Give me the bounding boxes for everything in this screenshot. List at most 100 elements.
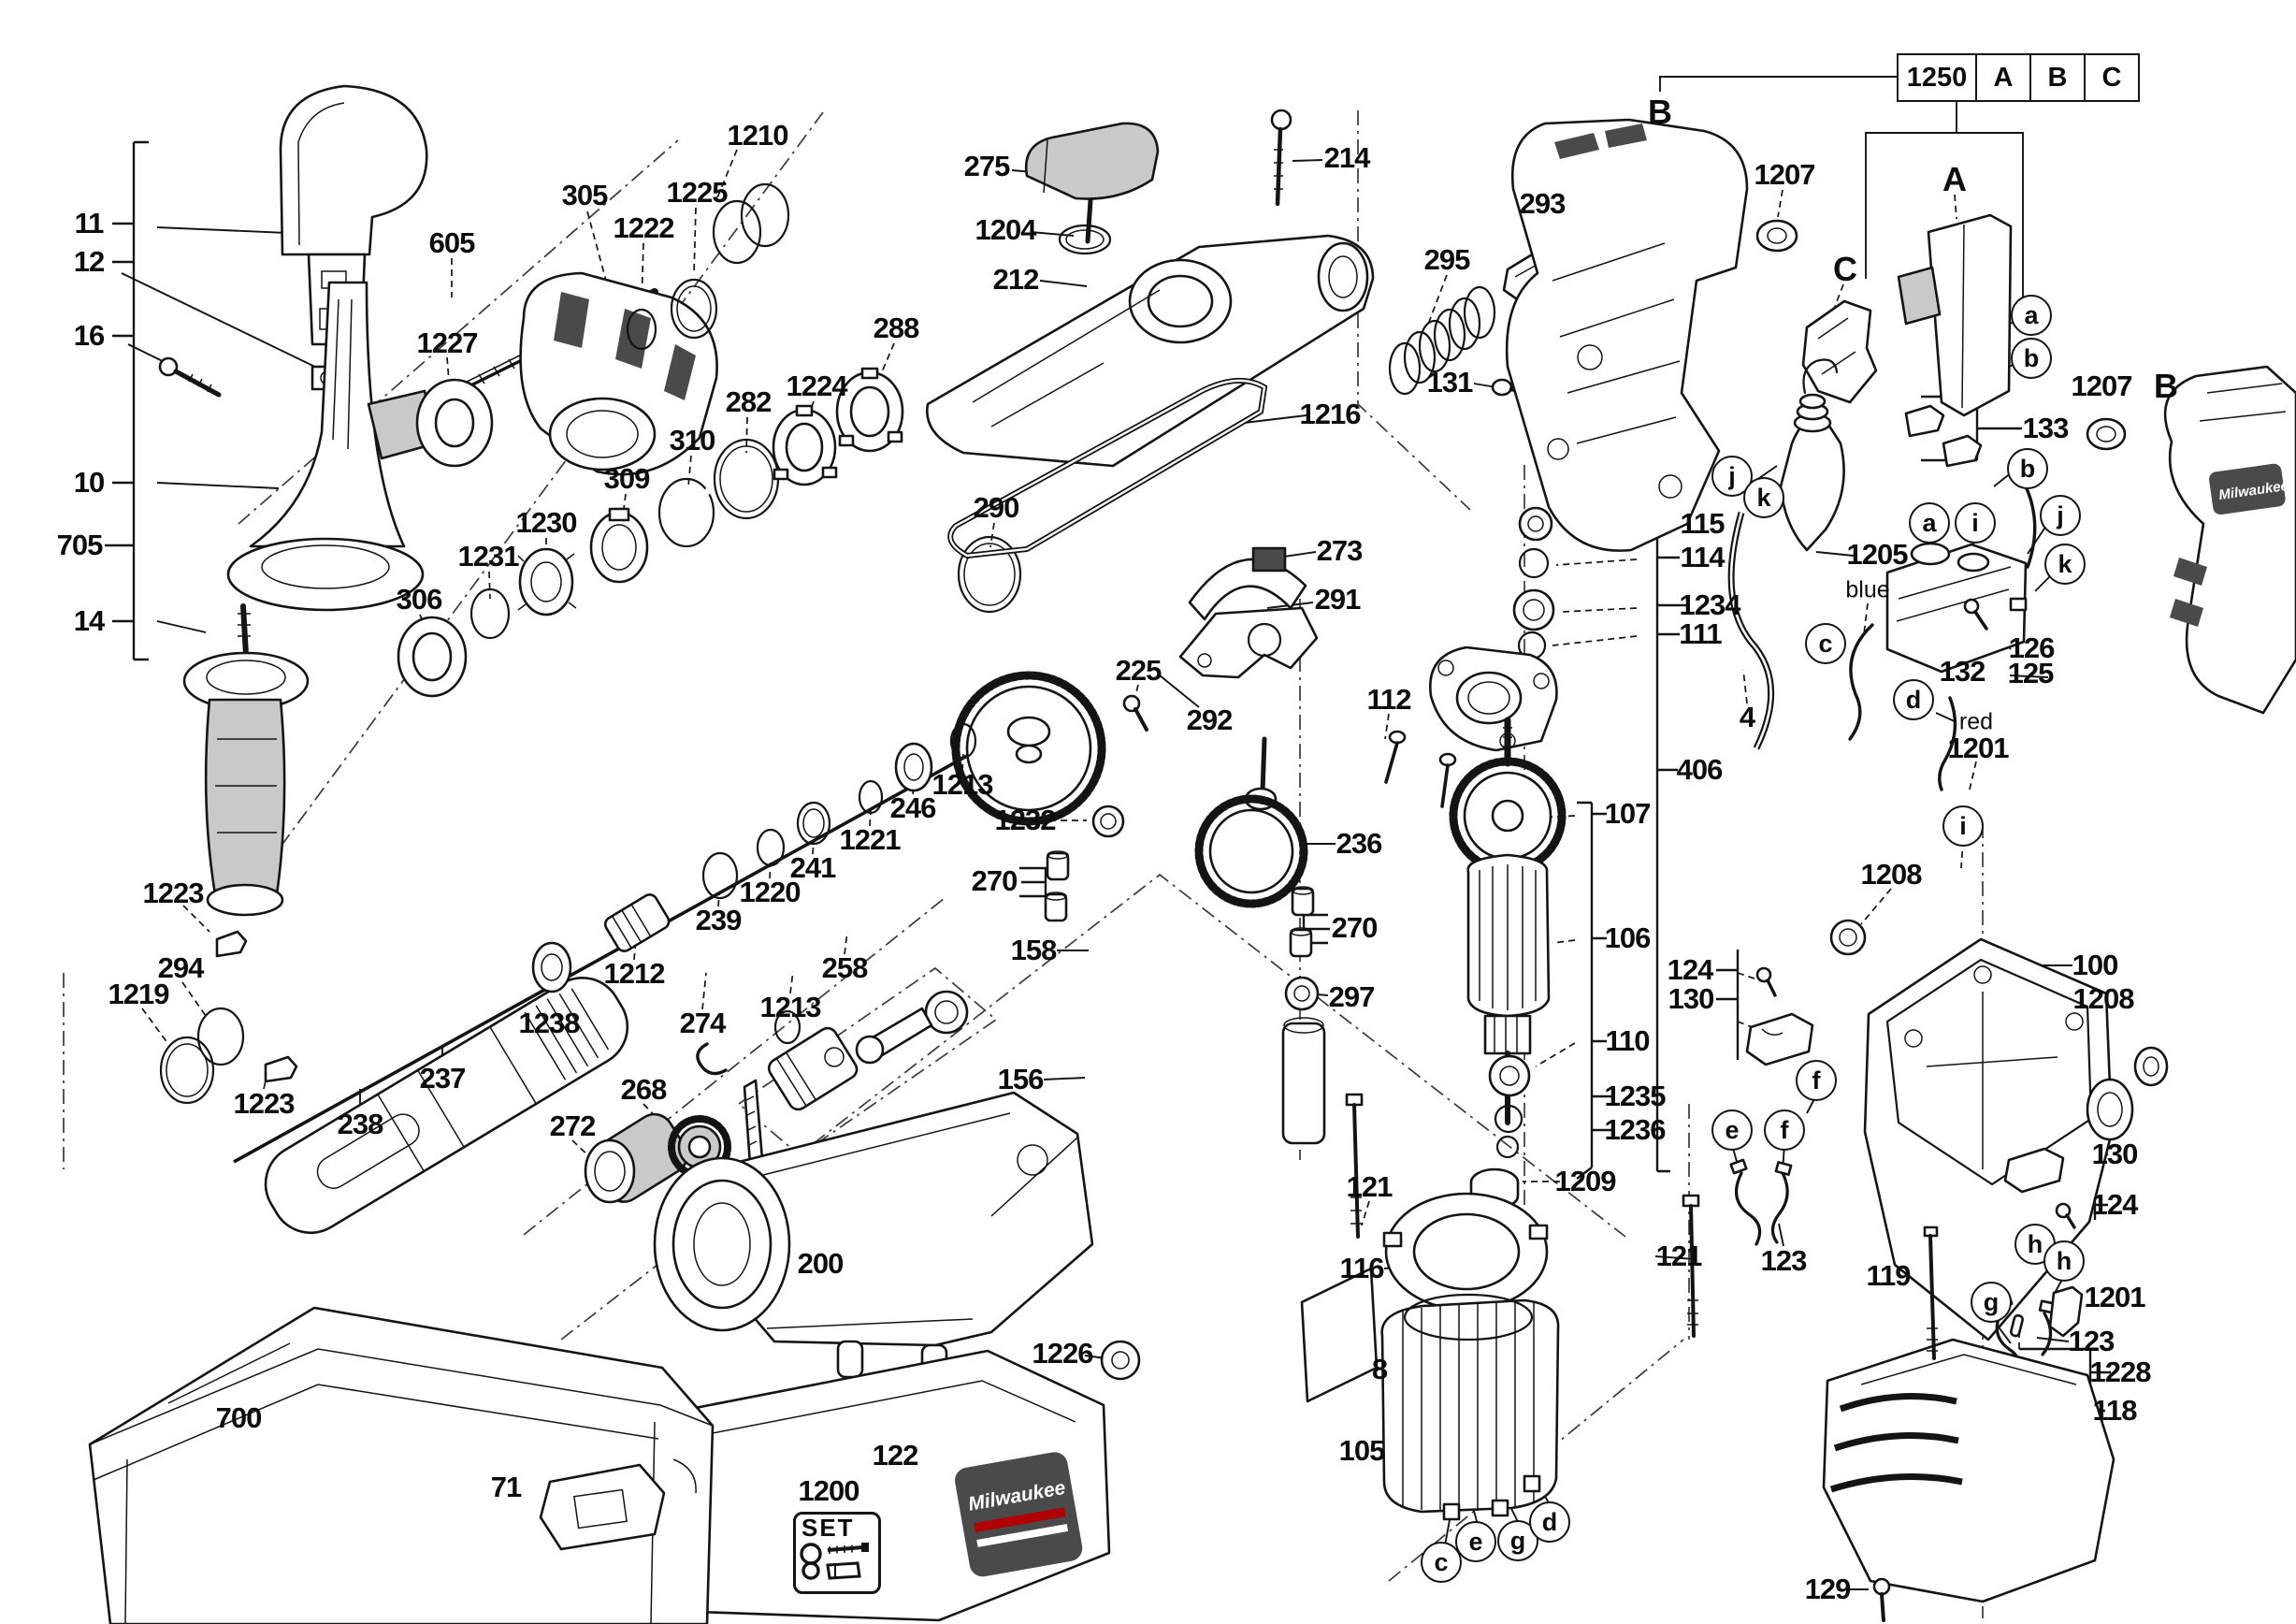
ring-1225 <box>670 278 718 340</box>
housing-half-B-right: Milwaukee <box>2163 365 2296 715</box>
lockring-1224 <box>772 404 838 486</box>
bearing-110 <box>1488 1054 1531 1097</box>
part-label: 1204 <box>975 213 1037 246</box>
variant-table-b: B <box>2029 55 2084 100</box>
screw-126-125 <box>1963 598 1988 631</box>
washer-1236 <box>1495 1135 1520 1159</box>
part-label: 156 <box>997 1063 1045 1095</box>
part-label: 1238 <box>518 1007 581 1039</box>
armature-106-107 <box>1449 717 1567 1125</box>
part-label: 1224 <box>786 370 848 402</box>
part-label: 110 <box>1605 1024 1650 1057</box>
wire-red <box>1938 696 1957 791</box>
part-label: 1208 <box>1860 858 1923 891</box>
part-label: 11 <box>74 207 105 239</box>
brush-holder-130-right <box>2003 1147 2076 1229</box>
clip-1201 <box>2048 1285 2084 1338</box>
part-label: 133 <box>2022 412 2070 444</box>
part-label: 288 <box>873 312 920 344</box>
part-label: 1223 <box>233 1087 296 1120</box>
part-label: 1216 <box>1299 398 1362 430</box>
spring-295 <box>1388 285 1496 396</box>
part-label: 4 <box>1739 701 1755 733</box>
screw-121-right <box>1682 1194 1700 1338</box>
part-label: 1207 <box>2071 370 2133 402</box>
grommet-1208-top <box>1829 919 1867 956</box>
brush-holder-130-left <box>1745 966 1814 1066</box>
part-label: 295 <box>1423 243 1471 276</box>
end-cap-118 <box>1822 1338 2115 1603</box>
part-label: 106 <box>1604 921 1652 954</box>
spindle-flange-111 <box>1428 645 1558 752</box>
part-label: 225 <box>1115 654 1162 687</box>
part-label: 107 <box>1604 797 1652 830</box>
cord-boot-1205 <box>1779 358 1845 552</box>
part-label: 292 <box>1186 703 1234 736</box>
part-label: 124 <box>2091 1188 2139 1221</box>
part-label: 1235 <box>1604 1080 1667 1112</box>
cover-C <box>1801 299 1878 404</box>
chuck-sleeve-305 <box>519 271 718 476</box>
part-label: 258 <box>821 951 869 984</box>
part-label: 1213 <box>759 991 822 1023</box>
circled-letter: a <box>1909 502 1950 544</box>
part-label: 605 <box>428 226 476 259</box>
brush-card-A <box>1897 213 2013 417</box>
part-label: 270 <box>1331 911 1379 944</box>
circled-letter: j <box>2040 495 2081 536</box>
part-label: 700 <box>215 1401 263 1434</box>
circled-letter: f <box>1764 1109 1805 1151</box>
oring-1204 <box>1058 224 1112 255</box>
part-label: 124 <box>1667 953 1714 986</box>
variant-table: 1250 A B C <box>1897 53 2140 102</box>
part-label: 123 <box>1760 1244 1808 1277</box>
part-label: 1225 <box>666 176 729 209</box>
grommet-1207-right <box>2086 417 2127 451</box>
washer-297 <box>1284 976 1320 1011</box>
circled-letter: e <box>1711 1109 1753 1151</box>
rings-1210 <box>712 182 790 265</box>
part-label: 121 <box>1346 1170 1393 1203</box>
part-label: 1232 <box>994 804 1057 836</box>
screw-129 <box>1872 1577 1891 1622</box>
part-label: 129 <box>1804 1573 1852 1605</box>
part-label: 272 <box>549 1109 597 1142</box>
screw-214 <box>1270 109 1292 207</box>
part-label: 406 <box>1676 753 1724 786</box>
variant-table-part: 1250 <box>1906 62 1968 93</box>
grommet-1208-side <box>2133 1046 2169 1087</box>
part-label: C <box>1833 250 1857 288</box>
part-label: 214 <box>1323 141 1371 174</box>
fan-baffle-116 <box>1382 1192 1549 1312</box>
part-label: 1213 <box>931 768 994 801</box>
part-label: 273 <box>1316 534 1364 567</box>
part-label: 111 <box>1679 617 1722 650</box>
ring-1230 <box>517 547 577 616</box>
top-cover-212 <box>925 234 1375 468</box>
circled-letter: a <box>2011 295 2052 336</box>
clamp-shell-273 <box>1188 546 1307 621</box>
lockring-288 <box>835 367 904 453</box>
oring-1231 <box>469 587 511 640</box>
part-label: 1227 <box>416 326 479 359</box>
part-label: 14 <box>73 604 105 637</box>
part-label: 1228 <box>2089 1356 2152 1388</box>
part-label: red <box>1958 708 1994 735</box>
switch-132 <box>1885 542 2028 674</box>
part-label: 1208 <box>2072 982 2135 1015</box>
part-label: 1209 <box>1554 1165 1617 1197</box>
part-label: 1220 <box>739 876 801 908</box>
circled-letter: c <box>1421 1542 1462 1583</box>
part-label: 293 <box>1519 187 1567 220</box>
part-label: 126 <box>2008 631 2056 664</box>
handle-body-10 <box>226 281 438 612</box>
connecting-rod-258 <box>767 990 969 1111</box>
part-label: 114 <box>1680 541 1725 573</box>
part-label: 12 <box>73 245 105 278</box>
circled-letter: f <box>1796 1060 1837 1101</box>
part-label: 119 <box>1866 1259 1911 1292</box>
part-label: 200 <box>797 1247 845 1280</box>
part-label: 1212 <box>603 957 666 990</box>
part-label: 1231 <box>457 540 520 573</box>
part-label: 246 <box>889 791 937 824</box>
